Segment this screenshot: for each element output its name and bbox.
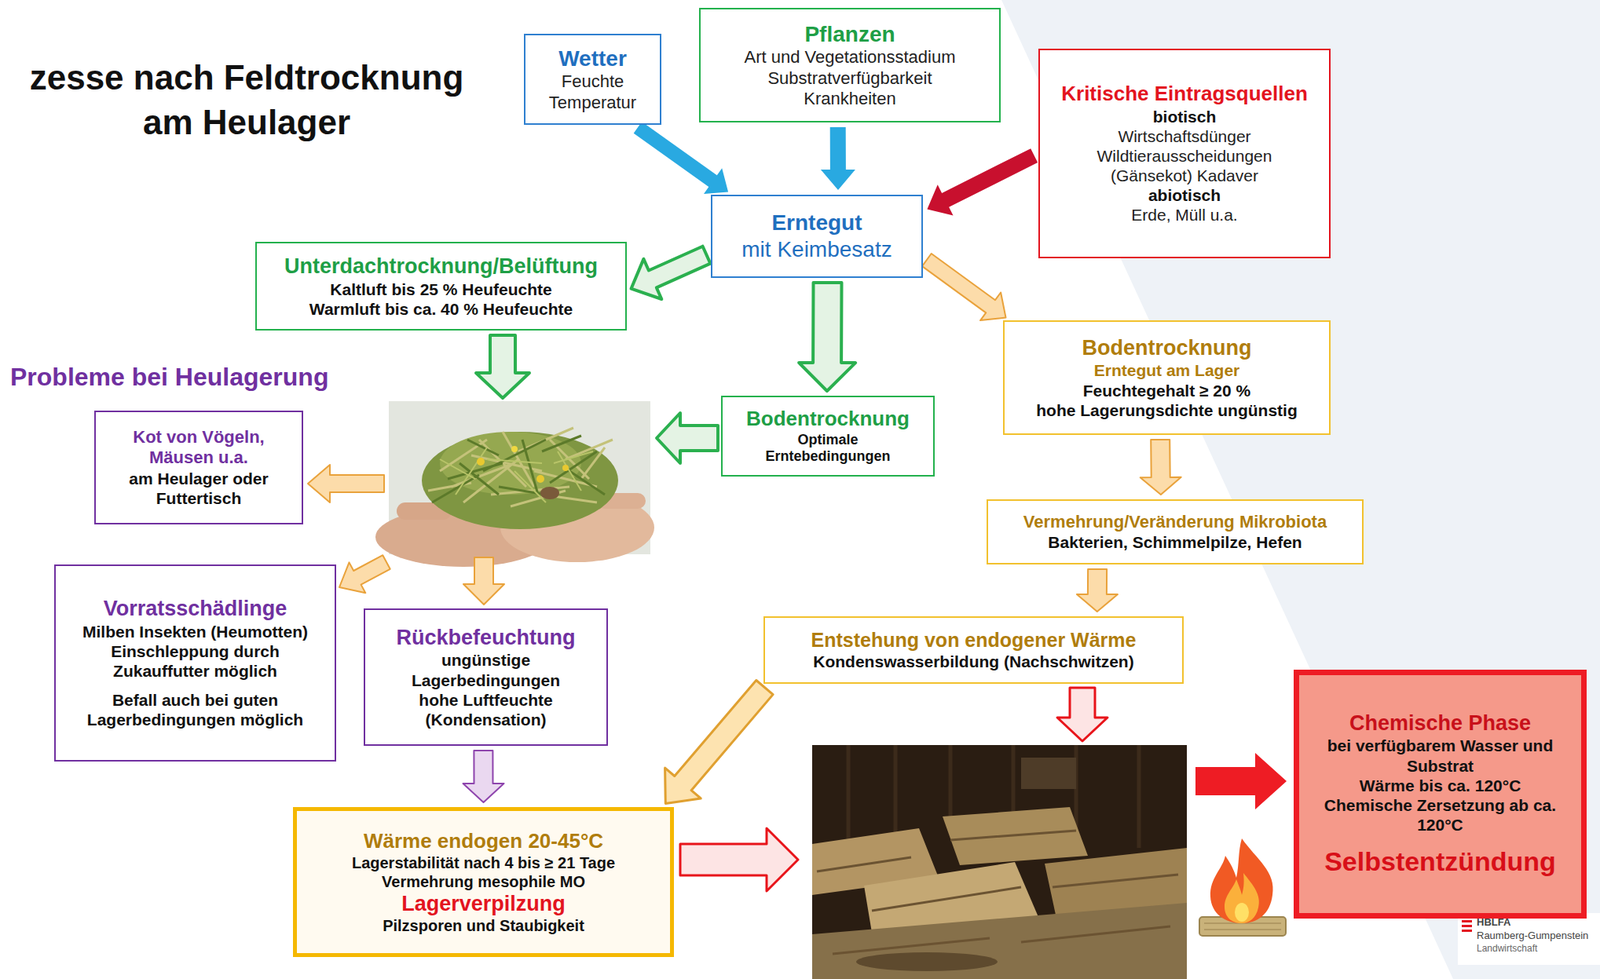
node-heading: Bodentrocknung: [1082, 335, 1253, 361]
node-text: bei verfügbarem Wasser und Substrat: [1307, 735, 1574, 776]
node-text: Milben Insekten (Heumotten) Einschleppun…: [63, 622, 327, 682]
danger-box: Chemische Phasebei verfügbarem Wasser un…: [1293, 670, 1587, 919]
influence-box: WetterFeuchte Temperatur: [523, 33, 662, 125]
node-text: Erntegut am Lager: [1094, 360, 1241, 381]
section-heading: Probleme bei Heulagerung: [10, 362, 329, 392]
problem-box: VorratsschädlingeMilben Insekten (Heumot…: [54, 564, 337, 762]
block-arrow: [922, 253, 1007, 321]
block-arrow: [820, 127, 856, 191]
harvest-box: Erntegutmit Keimbesatz: [710, 194, 923, 279]
block-arrow: [1076, 569, 1118, 612]
warning-box: Wärme endogen 20-45°CLagerstabilität nac…: [292, 807, 674, 958]
block-arrow: [631, 246, 711, 300]
node-heading: Kot von Vögeln, Mäusen u.a.: [108, 427, 290, 469]
block-arrow: [463, 750, 505, 803]
node-heading: Wärme endogen 20-45°C: [363, 829, 604, 854]
node-text: Optimale Erntebedingungen: [741, 432, 915, 466]
logo-text: Landwirtschaft: [1476, 943, 1538, 955]
problem-box: Rückbefeuchtungungünstige Lagerbedingung…: [363, 608, 608, 747]
node-text: Kondenswasserbildung (Nachschwitzen): [812, 651, 1134, 672]
node-text: Selbstentzündung: [1324, 845, 1557, 879]
flame-icon: [1199, 838, 1286, 937]
node-text: Wärme bis ca. 120°C: [1359, 776, 1522, 796]
problem-box: Kot von Vögeln, Mäusen u.a.am Heulager o…: [94, 410, 304, 525]
node-text: abiotisch: [1148, 185, 1221, 206]
block-arrow: [1140, 439, 1182, 495]
node-heading: Rückbefeuchtung: [395, 625, 575, 651]
block-arrow: [926, 148, 1038, 216]
node-text: Chemische Zersetzung ab ca. 120°C: [1307, 795, 1574, 835]
node-text: Feuchte Temperatur: [533, 71, 652, 114]
node-heading: Vorratsschädlinge: [103, 596, 288, 622]
node-heading: Erntegut: [771, 209, 862, 237]
barn-photo: [812, 745, 1187, 979]
node-heading: Kritische Eintragsquellen: [1061, 81, 1308, 107]
block-arrow: [665, 681, 774, 805]
node-text: mit Keimbesatz: [741, 236, 892, 264]
node-heading: Pflanzen: [804, 21, 895, 48]
logo: [1457, 913, 1600, 966]
node-text: Kaltluft bis 25 % Heufeuchte Warmluft bi…: [300, 279, 583, 319]
diagram-title: zesse nach Feldtrocknung am Heulager: [3, 54, 491, 145]
process-box: Unterdachtrocknung/BelüftungKaltluft bis…: [255, 241, 627, 331]
node-heading: Wetter: [558, 45, 627, 73]
node-heading: Bodentrocknung: [746, 406, 910, 432]
node-text: Pilzsporen und Staubigkeit: [382, 916, 585, 936]
node-text: ungünstige Lagerbedingungen hohe Luftfeu…: [407, 650, 565, 730]
node-text: hohe Lagerungsdichte ungünstig: [1036, 400, 1298, 421]
block-arrow: [798, 282, 856, 392]
node-heading: Entstehung von endogener Wärme: [811, 628, 1137, 652]
source-box: Kritische EintragsquellenbiotischWirtsch…: [1038, 48, 1331, 259]
node-text: Wirtschaftsdünger Wildtierausscheidungen…: [1057, 126, 1312, 187]
process-box: BodentrocknungErntegut am LagerFeuchtege…: [1003, 320, 1331, 436]
node-text: Erde, Müll u.a.: [1131, 205, 1238, 225]
node-text: Bakterien, Schimmelpilze, Hefen: [1047, 532, 1302, 553]
node-text: am Heulager oder Futtertisch: [103, 468, 294, 509]
process-box: BodentrocknungOptimale Erntebedingungen: [721, 395, 935, 477]
node-text: biotisch: [1153, 106, 1217, 127]
process-box: Vermehrung/Veränderung MikrobiotaBakteri…: [986, 499, 1364, 565]
node-text: Lagerverpilzung: [401, 891, 566, 917]
node-heading: Chemische Phase: [1349, 710, 1531, 736]
node-text: Lagerstabilität nach 4 bis ≥ 21 Tage Ver…: [304, 853, 663, 892]
hay-photo: [375, 401, 655, 568]
process-box: Entstehung von endogener WärmeKondenswas…: [763, 616, 1184, 685]
block-arrow: [633, 121, 729, 195]
logo-text: HBLFA: [1476, 916, 1511, 930]
node-heading: Unterdachtrocknung/Belüftung: [284, 253, 598, 279]
node-text: Befall auch bei guten Lagerbedingungen m…: [63, 690, 327, 730]
node-text: Feuchtegehalt ≥ 20 %: [1083, 380, 1251, 401]
node-text: Art und Vegetationsstadium Substratverfü…: [730, 47, 970, 110]
logo-text: Raumberg-Gumpenstein: [1476, 929, 1589, 943]
influence-box: PflanzenArt und Vegetationsstadium Subst…: [699, 7, 1001, 123]
node-heading: Vermehrung/Veränderung Mikrobiota: [1023, 512, 1327, 533]
